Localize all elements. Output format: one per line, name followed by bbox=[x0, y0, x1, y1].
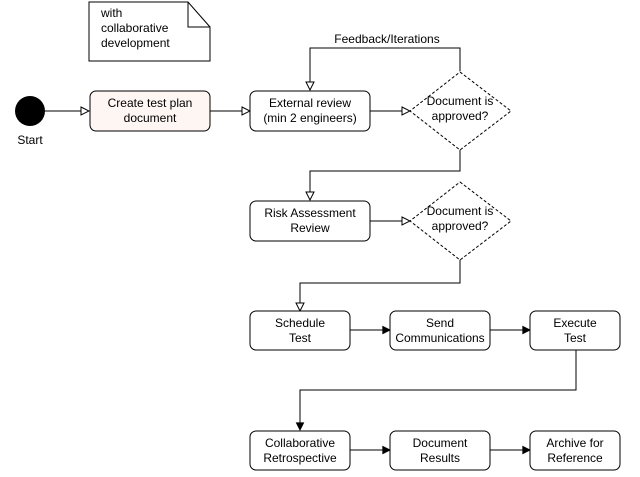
node-create-plan-line-1: Create test plan bbox=[108, 96, 193, 110]
start-node: Start bbox=[15, 96, 45, 147]
node-external-review-line-1: External review bbox=[269, 96, 351, 110]
node-schedule-test-line-1: Schedule bbox=[275, 316, 325, 330]
node-retrospective-line-2: Retrospective bbox=[263, 451, 337, 465]
node-execute-test-line-2: Test bbox=[564, 331, 587, 345]
node-retrospective-line-1: Collaborative bbox=[265, 436, 335, 450]
note-line-3: development bbox=[101, 36, 170, 50]
start-label: Start bbox=[17, 133, 43, 147]
node-decision-1-line-1: Document is bbox=[427, 94, 494, 108]
node-execute-test: Execute Test bbox=[529, 310, 621, 351]
node-send-communications: Send Communications bbox=[389, 310, 491, 351]
node-document-results-line-2: Results bbox=[420, 451, 460, 465]
node-retrospective: Collaborative Retrospective bbox=[249, 430, 351, 471]
node-archive-line-1: Archive for bbox=[546, 436, 603, 450]
edge-decision2-to-schedule bbox=[300, 259, 461, 311]
node-document-results-line-1: Document bbox=[413, 436, 468, 450]
node-create-plan-line-2: document bbox=[124, 111, 177, 125]
edge-decision1-to-risk bbox=[310, 149, 461, 200]
note-line-1: with bbox=[100, 6, 122, 20]
node-decision-1: Document is approved? bbox=[409, 71, 512, 151]
node-send-communications-line-1: Send bbox=[426, 316, 454, 330]
node-external-review: External review (min 2 engineers) bbox=[249, 90, 371, 132]
note-shape: with collaborative development bbox=[88, 1, 211, 62]
node-risk-review-line-1: Risk Assessment bbox=[264, 206, 356, 220]
node-decision-2-line-1: Document is bbox=[427, 204, 494, 218]
node-decision-2: Document is approved? bbox=[409, 181, 512, 261]
node-create-plan: Create test plan document bbox=[89, 90, 211, 132]
node-risk-review: Risk Assessment Review bbox=[249, 200, 371, 242]
edges bbox=[45, 47, 577, 450]
node-send-communications-line-2: Communications bbox=[395, 331, 484, 345]
node-schedule-test: Schedule Test bbox=[249, 310, 351, 351]
node-execute-test-line-1: Execute bbox=[553, 316, 597, 330]
edge-feedback-loop bbox=[310, 47, 461, 90]
node-archive: Archive for Reference bbox=[529, 430, 621, 471]
note-line-2: collaborative bbox=[101, 21, 169, 35]
node-decision-1-line-2: approved? bbox=[432, 109, 489, 123]
feedback-label: Feedback/Iterations bbox=[334, 32, 439, 46]
node-document-results: Document Results bbox=[389, 430, 491, 471]
node-decision-2-line-2: approved? bbox=[432, 219, 489, 233]
node-risk-review-line-2: Review bbox=[290, 221, 330, 235]
node-archive-line-2: Reference bbox=[547, 451, 603, 465]
edge-execute-to-retro bbox=[300, 350, 577, 430]
node-external-review-line-2: (min 2 engineers) bbox=[263, 111, 356, 125]
node-schedule-test-line-2: Test bbox=[289, 331, 312, 345]
